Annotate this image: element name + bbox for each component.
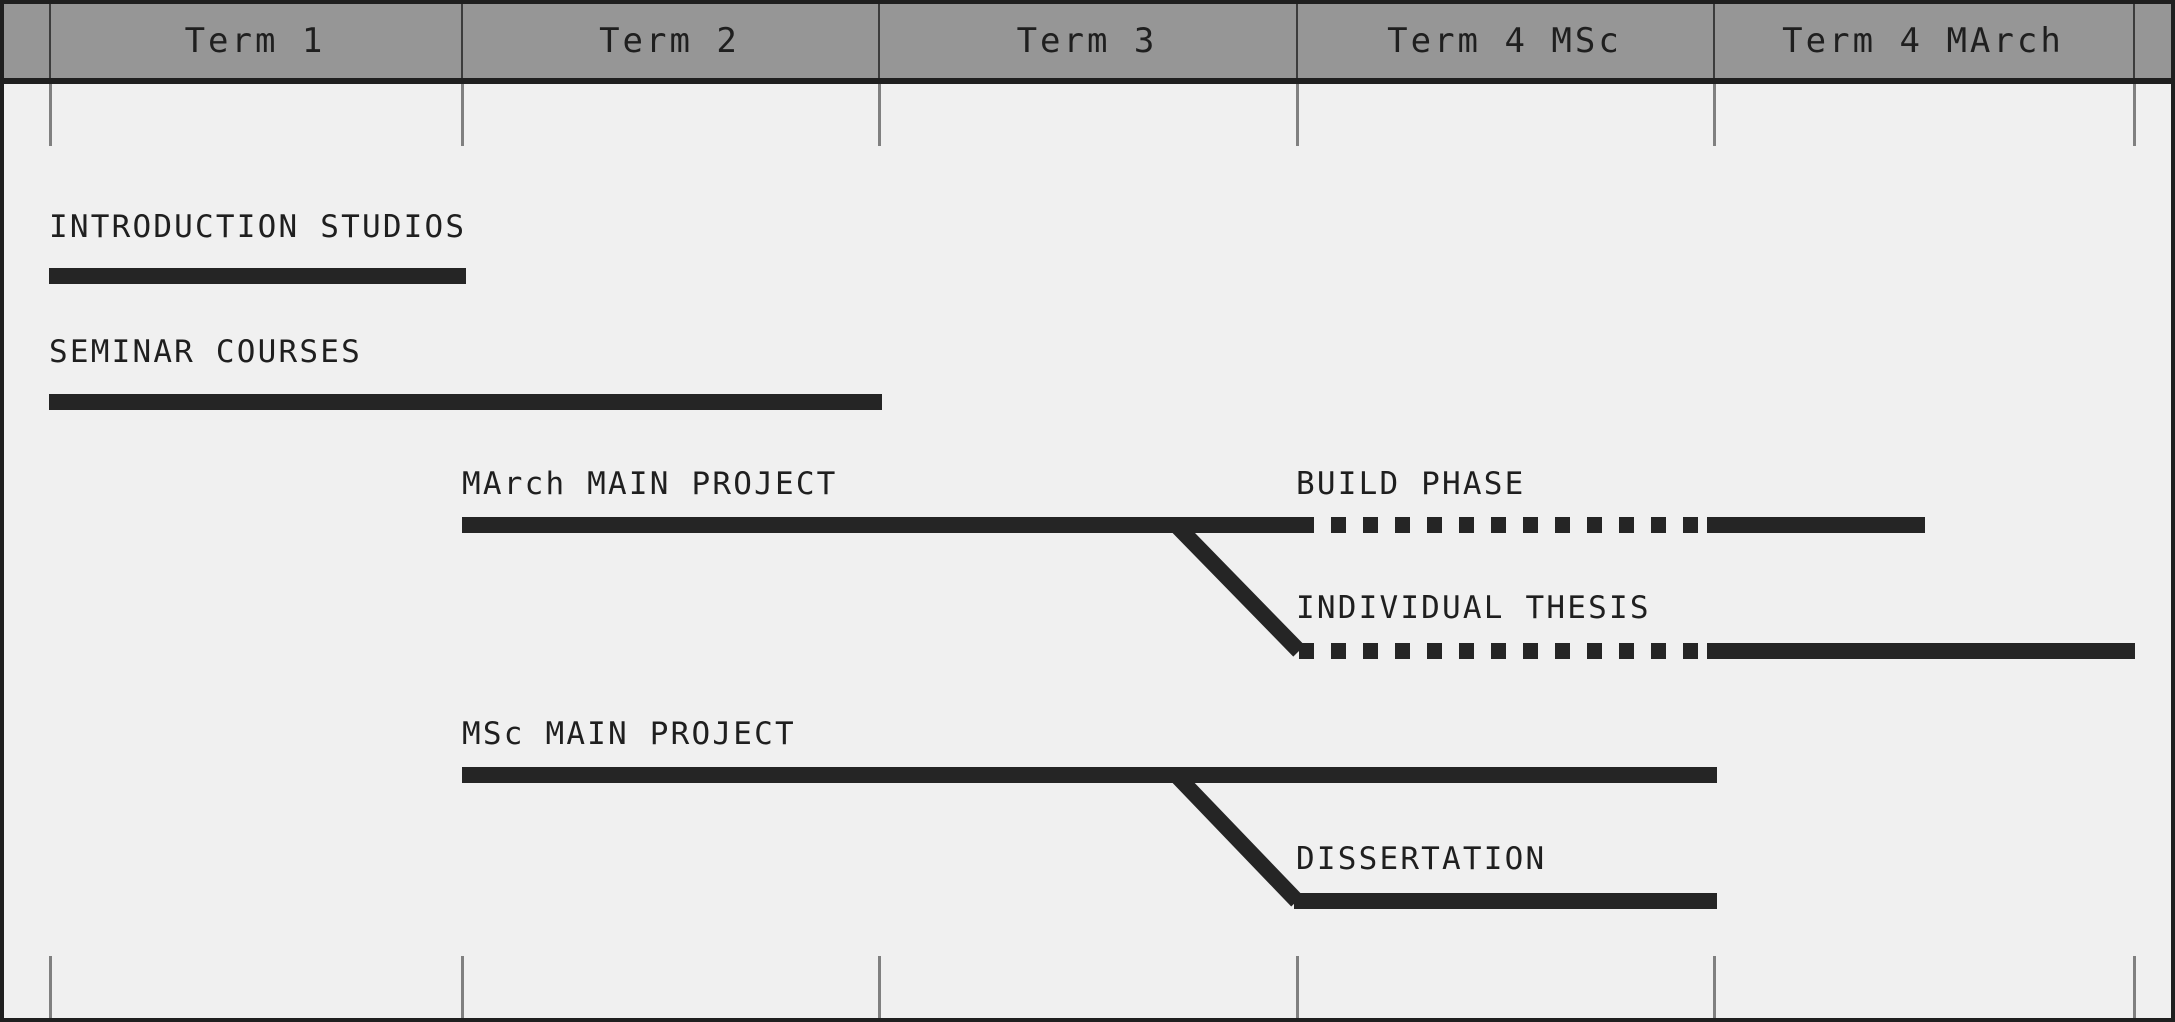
task-bar-0-0 [49, 268, 466, 284]
grid-tick-top-4 [1713, 84, 1716, 146]
task-bar-4-0 [1299, 643, 1707, 659]
grid-tick-bottom-1 [461, 956, 464, 1018]
task-connector-1 [1170, 769, 1303, 907]
term-header-band: Term 1 Term 2 Term 3 Term 4 MSc Term 4 MArch [4, 4, 2171, 84]
grid-tick-top-5 [2133, 84, 2136, 146]
connector-layer [1170, 519, 1305, 907]
grid-tick-top-2 [878, 84, 881, 146]
task-label-2: MArch MAIN PROJECT [462, 466, 838, 502]
task-bar-3-0 [1299, 517, 1707, 533]
term-header-5: Term 4 MArch [1782, 21, 2064, 61]
term-divider-4 [1713, 4, 1715, 78]
term-divider-5 [2133, 4, 2135, 78]
term-header-1: Term 1 [184, 21, 326, 61]
term-header-3: Term 3 [1016, 21, 1158, 61]
grid-tick-top-1 [461, 84, 464, 146]
task-label-5: MSc MAIN PROJECT [462, 716, 796, 752]
term-divider-2 [878, 4, 880, 78]
task-bar-2-0 [462, 517, 1299, 533]
grid-tick-top-3 [1296, 84, 1299, 146]
task-label-1: SEMINAR COURSES [49, 334, 362, 370]
task-bar-3-1 [1707, 517, 1925, 533]
term-divider-1 [461, 4, 463, 78]
term-divider-3 [1296, 4, 1298, 78]
grid-tick-bottom-3 [1296, 956, 1299, 1018]
task-connector-0 [1170, 519, 1305, 657]
grid-tick-bottom-2 [878, 956, 881, 1018]
grid-tick-top-0 [49, 84, 52, 146]
task-label-0: INTRODUCTION STUDIOS [49, 209, 467, 245]
task-label-6: DISSERTATION [1296, 841, 1547, 877]
term-divider-0 [49, 4, 51, 78]
task-bar-6-0 [1294, 893, 1717, 909]
grid-tick-bottom-5 [2133, 956, 2136, 1018]
grid-tick-bottom-0 [49, 956, 52, 1018]
task-bar-5-0 [462, 767, 1717, 783]
term-header-4: Term 4 MSc [1387, 21, 1622, 61]
task-label-4: INDIVIDUAL THESIS [1296, 590, 1651, 626]
grid-tick-bottom-4 [1713, 956, 1716, 1018]
task-label-3: BUILD PHASE [1296, 466, 1526, 502]
task-bar-4-1 [1707, 643, 2135, 659]
task-bar-1-0 [49, 394, 882, 410]
term-header-2: Term 2 [599, 21, 740, 61]
